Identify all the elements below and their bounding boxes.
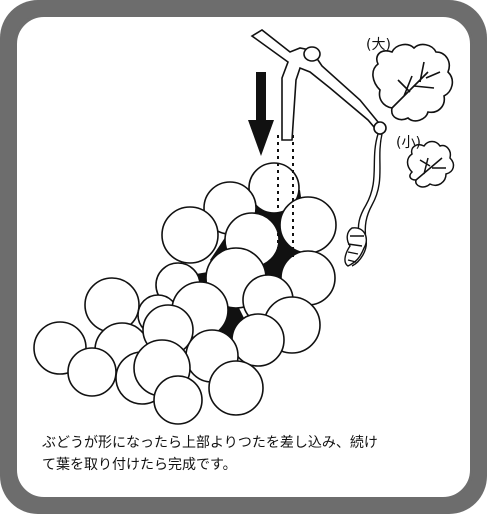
small-leaf-icon [406, 140, 455, 188]
tendril [344, 133, 383, 267]
grape-cluster [33, 162, 337, 425]
caption-line-1: ぶどうが形になったら上部よりつたを差し込み、続け [42, 435, 378, 451]
vine-stem [250, 29, 387, 141]
down-arrow-icon [248, 72, 274, 156]
large-leaf-icon [372, 43, 454, 122]
instruction-caption: ぶどうが形になったら上部よりつたを差し込み、続け て葉を取り付けたら完成です。 [42, 432, 462, 476]
leaf-large-label: (大) [366, 37, 391, 53]
caption-line-2: て葉を取り付けたら完成です。 [42, 457, 237, 473]
leaf-small-label: (小) [396, 135, 421, 151]
